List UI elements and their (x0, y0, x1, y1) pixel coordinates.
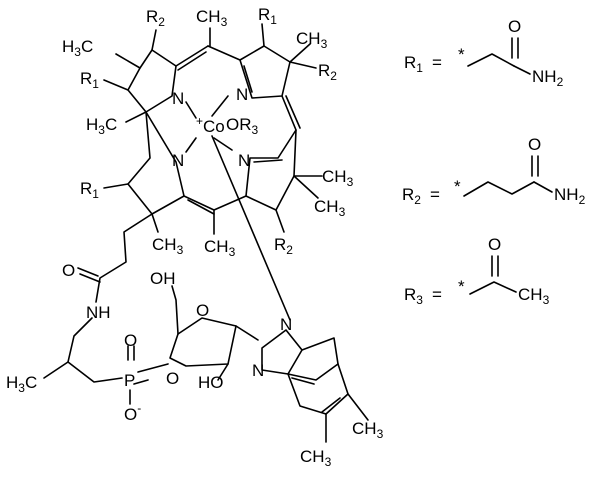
legend-r1-amide-bond (513, 65, 531, 75)
n-bottom-left: N (172, 151, 184, 170)
r1-top: R1 (258, 5, 277, 27)
o-amide: O (62, 261, 75, 280)
ch3-top: CH3 (196, 7, 228, 29)
o-minus: O- (124, 401, 141, 424)
ch3-right-2: CH3 (314, 197, 346, 219)
legend-r3: R3 = * O CH3 (404, 235, 550, 307)
legend-r3-equals: = (432, 285, 442, 304)
cobalt-atom: +Co (196, 114, 225, 136)
legend-r3-label: R3 (404, 285, 423, 307)
legend-r1-nh2: NH2 (532, 67, 564, 89)
legend-r1-bonds (467, 53, 515, 67)
phosphorus-atom: P (124, 371, 135, 390)
o-phosphate-ester: O (166, 369, 179, 388)
r2-bottom: R2 (274, 235, 293, 257)
h3c-bottom-left: H3C (6, 373, 37, 395)
o-ribose: O (196, 301, 209, 320)
legend-r1-label: R1 (404, 53, 423, 75)
ch3-benzimidazole-1: CH3 (352, 419, 384, 441)
legend-r2-amide-bond (533, 181, 553, 193)
legend-r1-equals: = (432, 53, 442, 72)
legend-r3-bonds (469, 281, 517, 295)
n-benzimidazole-top: N (280, 315, 292, 334)
legend-r2-o: O (528, 135, 541, 154)
r2-top: R2 (146, 7, 165, 29)
n-top-right: N (236, 85, 248, 104)
legend-r1: R1 = * O NH2 (404, 17, 564, 89)
r1-left-lower: R1 (80, 179, 99, 201)
legend-r3-o: O (488, 235, 501, 254)
n-bottom-right: N (238, 151, 250, 170)
ch3-right-1: CH3 (322, 167, 354, 189)
h3c-mid-left: H3C (86, 115, 117, 137)
n-benzimidazole-bottom: N (252, 361, 264, 380)
legend-r2-bonds (463, 181, 535, 197)
ch3-benzimidazole-2: CH3 (300, 447, 332, 469)
legend-r2-equals: = (430, 185, 440, 204)
legend-r3-star: * (458, 277, 465, 296)
ch3-bottom-1: CH3 (152, 235, 184, 257)
bond-lines (43, 23, 369, 443)
legend-r2-label: R2 (402, 185, 421, 207)
o-phosphate-double: O (124, 331, 137, 350)
legend-r1-o: O (508, 17, 521, 36)
r2-right: R2 (318, 61, 337, 83)
atom-labels: +Co OR3 N N N N R2 CH3 R1 H3C CH3 R1 R2 … (6, 5, 384, 469)
n-top-left: N (172, 89, 184, 108)
legend-r2-nh2: NH2 (554, 185, 586, 207)
r1-left: R1 (80, 69, 99, 91)
ch3-top-right: CH3 (296, 29, 328, 51)
ho-group: HO (198, 373, 224, 392)
h3c-top-left: H3C (62, 37, 93, 59)
legend-r2: R2 = * O NH2 (402, 135, 586, 207)
nh-amide: NH (86, 303, 111, 322)
legend-r3-ch3: CH3 (518, 285, 550, 307)
legend-r1-star: * (458, 45, 465, 64)
legend-r2-star: * (454, 177, 461, 196)
or3-group: OR3 (226, 115, 259, 137)
oh-top: OH (150, 269, 176, 288)
ch3-bottom-2: CH3 (204, 237, 236, 259)
